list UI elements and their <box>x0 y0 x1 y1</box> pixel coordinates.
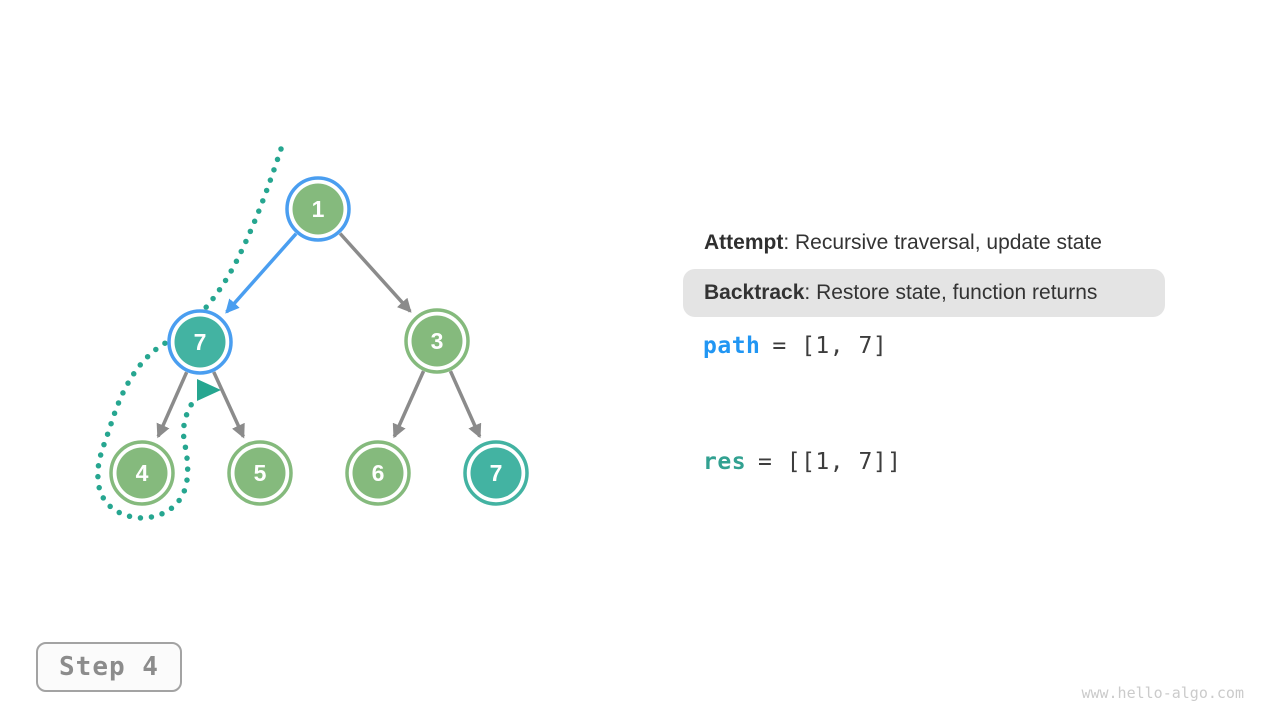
watermark-text: www.hello-algo.com <box>1081 684 1244 702</box>
step-indicator-label: Step 4 <box>59 652 159 682</box>
res-variable-line: res = [[1, 7]] <box>703 449 902 476</box>
tree-edge-n7l-n5 <box>212 371 245 439</box>
tree-node-3: 3 <box>404 308 470 374</box>
tree-node-1: 1 <box>285 176 351 242</box>
tree-edge-n7l-n4 <box>156 371 189 439</box>
tree-node-5: 5 <box>227 440 293 506</box>
backtrack-label: Backtrack <box>704 281 805 304</box>
tree-node-7: 7 <box>167 309 233 375</box>
res-variable-value: = [[1, 7]] <box>758 449 902 475</box>
attempt-text: : Recursive traversal, update state <box>783 231 1102 254</box>
tree-node-7: 7 <box>463 440 529 506</box>
step-indicator-button[interactable]: Step 4 <box>36 642 182 692</box>
tree-nodes: 1 7 3 4 5 6 7 <box>109 176 529 506</box>
tree-node-value: 7 <box>194 329 207 355</box>
tree-node-value: 6 <box>372 460 385 486</box>
backtrack-caption: Backtrack: Restore state, function retur… <box>704 281 1097 305</box>
binary-tree-diagram: 1 7 3 4 5 6 7 <box>95 146 529 521</box>
tree-node-value: 3 <box>431 328 444 354</box>
res-variable-name: res <box>703 449 747 475</box>
tree-node-6: 6 <box>345 440 411 506</box>
tree-edge-n1-n7l <box>225 232 298 314</box>
backtrack-trace-dotted-path <box>95 146 284 521</box>
tree-edge-n3-n7r <box>448 370 482 439</box>
tree-node-value: 7 <box>490 460 503 486</box>
trace-pointer-triangle-icon <box>197 379 221 401</box>
attempt-label: Attempt <box>704 231 784 254</box>
tree-edge-n1-n3 <box>338 232 412 313</box>
attempt-caption: Attempt: Recursive traversal, update sta… <box>704 228 1102 258</box>
backtrack-text: : Restore state, function returns <box>804 281 1098 304</box>
tree-edge-n3-n6 <box>392 370 426 439</box>
tree-node-value: 5 <box>254 460 267 486</box>
path-variable-value: = [1, 7] <box>772 333 888 359</box>
tree-edges <box>156 232 482 439</box>
backtrack-caption-highlight: Backtrack: Restore state, function retur… <box>683 269 1165 317</box>
tree-node-value: 1 <box>312 196 325 222</box>
tree-node-value: 4 <box>136 460 149 486</box>
tree-node-4: 4 <box>109 440 175 506</box>
path-variable-name: path <box>703 333 761 359</box>
path-variable-line: path = [1, 7] <box>703 333 887 360</box>
